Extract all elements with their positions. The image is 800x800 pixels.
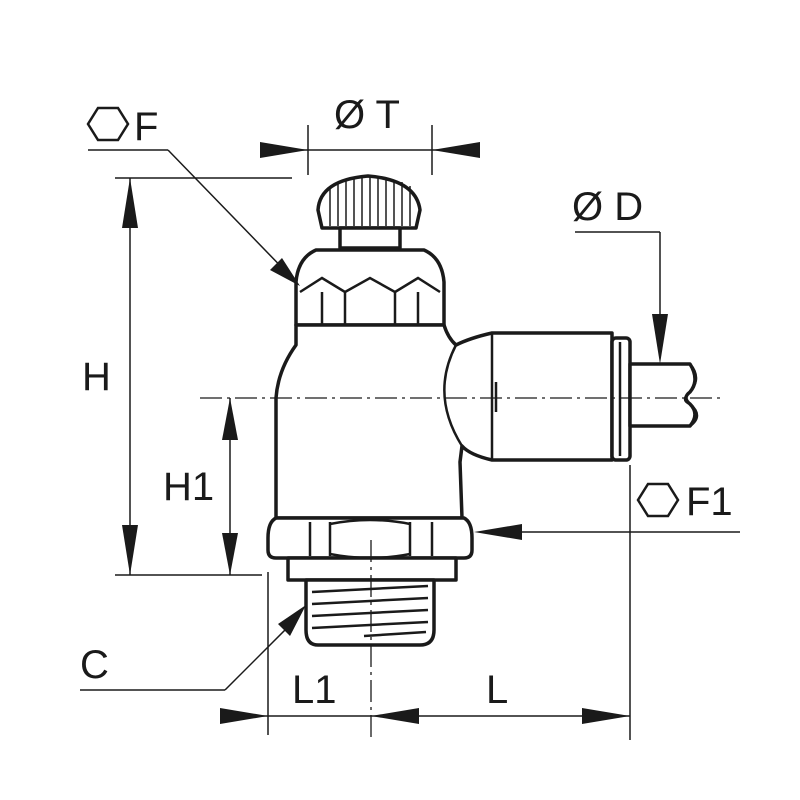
label-d: Ø D bbox=[572, 185, 643, 229]
leader-f1 bbox=[474, 524, 740, 540]
bottom-hex-nut bbox=[266, 516, 474, 560]
leader-c bbox=[80, 605, 306, 691]
top-hex-nut bbox=[294, 248, 446, 327]
label-c: C bbox=[80, 643, 109, 687]
main-body bbox=[274, 323, 614, 520]
dimension-d bbox=[575, 231, 668, 364]
label-l1: L1 bbox=[292, 668, 337, 712]
hexagon-icon bbox=[86, 106, 130, 142]
knurled-knob bbox=[316, 174, 422, 250]
dimension-l bbox=[220, 465, 631, 740]
label-l: L bbox=[486, 668, 508, 712]
push-in-collet bbox=[610, 336, 632, 462]
dimension-h bbox=[115, 177, 292, 576]
dimension-t bbox=[260, 125, 480, 175]
label-h1: H1 bbox=[163, 465, 214, 509]
thread bbox=[286, 556, 458, 647]
hexagon-icon bbox=[636, 482, 680, 518]
label-f: F bbox=[134, 105, 158, 149]
tube bbox=[628, 362, 699, 428]
dimension-h1 bbox=[222, 398, 238, 575]
leader-f bbox=[88, 149, 300, 286]
label-f1: F1 bbox=[686, 480, 733, 524]
label-h: H bbox=[82, 355, 111, 399]
label-t: Ø T bbox=[334, 93, 400, 137]
